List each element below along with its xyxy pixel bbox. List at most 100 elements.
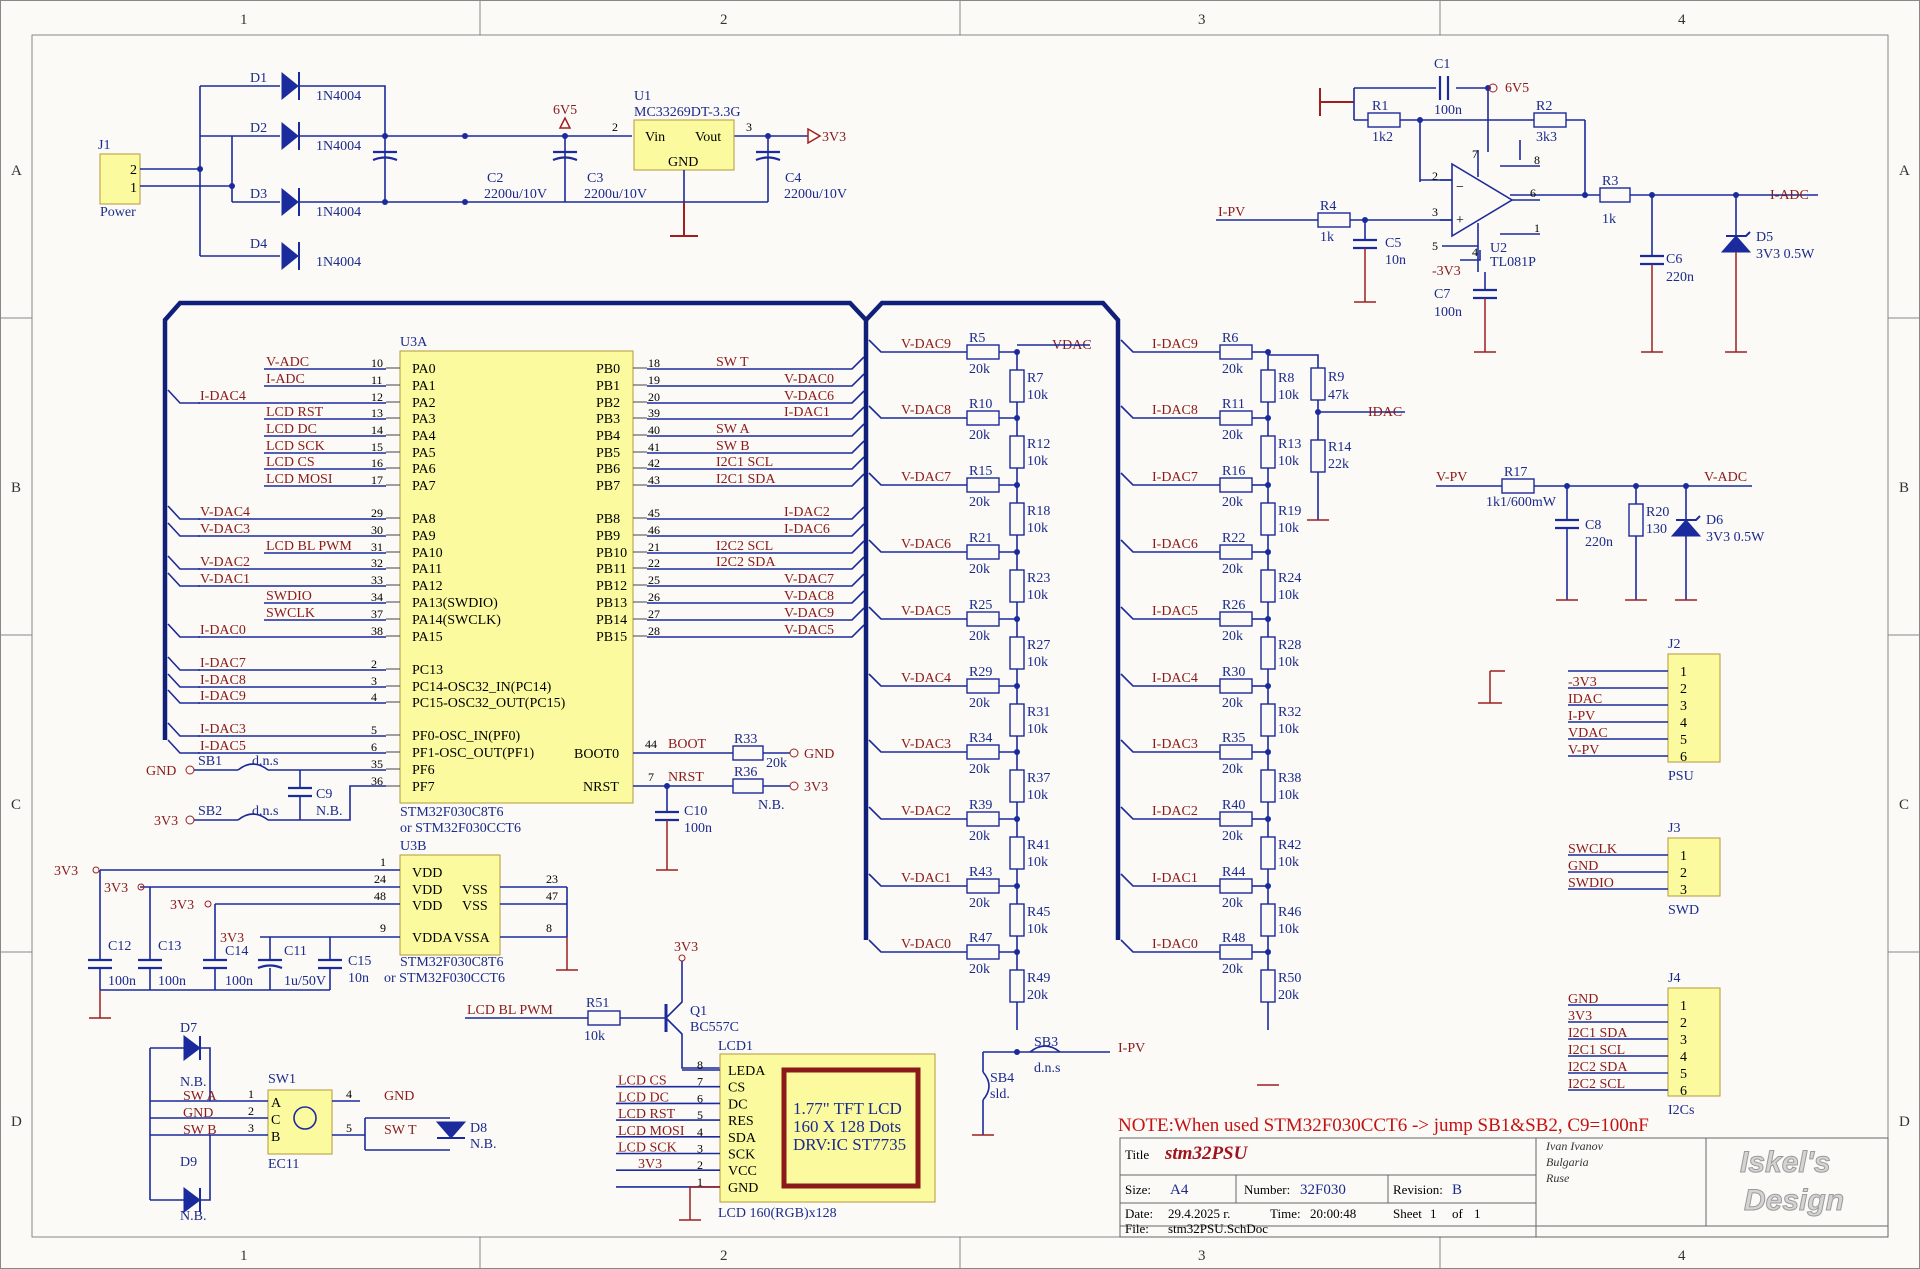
ladder-series-resistor[interactable] bbox=[1219, 477, 1253, 493]
ladder-series-resistor[interactable] bbox=[1219, 344, 1253, 360]
ladder-shunt-resistor[interactable] bbox=[1009, 569, 1025, 603]
cap-c9[interactable] bbox=[288, 786, 312, 798]
solder-bridge-sb2[interactable] bbox=[237, 813, 269, 821]
lcd-net-label: LCD CS bbox=[618, 1074, 667, 1089]
cap-c11[interactable] bbox=[257, 958, 283, 970]
ladder-shunt-resistor[interactable] bbox=[1260, 435, 1276, 469]
diode-d1[interactable] bbox=[281, 71, 300, 101]
connector-pin-num: 5 bbox=[1680, 1067, 1687, 1082]
ladder-series-resistor[interactable] bbox=[966, 811, 1000, 827]
ladder-shunt-resistor[interactable] bbox=[1260, 969, 1276, 1003]
ladder-series-resistor[interactable] bbox=[1219, 544, 1253, 560]
ladder-series-resistor[interactable] bbox=[1219, 410, 1253, 426]
ladder-series-resistor[interactable] bbox=[966, 410, 1000, 426]
resistor-r1[interactable] bbox=[1367, 112, 1401, 128]
tvs-d7[interactable] bbox=[183, 1035, 201, 1061]
resistor-r2[interactable] bbox=[1533, 112, 1567, 128]
ladder-series-resistor[interactable] bbox=[966, 344, 1000, 360]
ladder-series-resistor[interactable] bbox=[966, 678, 1000, 694]
ladder-series-resistor[interactable] bbox=[1219, 744, 1253, 760]
cap-c3[interactable] bbox=[552, 150, 578, 162]
resistor-r9[interactable] bbox=[1310, 367, 1326, 401]
solder-bridge-sb4[interactable] bbox=[982, 1071, 990, 1101]
resistor-r17[interactable] bbox=[1501, 478, 1535, 494]
ladder-series-value: 20k bbox=[1222, 629, 1243, 644]
ladder-shunt-resistor[interactable] bbox=[1009, 836, 1025, 870]
cap-c13[interactable] bbox=[138, 958, 162, 970]
ladder-series-ref: R48 bbox=[1222, 931, 1245, 946]
resistor-r20[interactable] bbox=[1628, 503, 1644, 537]
ladder-series-resistor[interactable] bbox=[1219, 811, 1253, 827]
mcu-pin-num: 26 bbox=[648, 590, 660, 604]
connector-j1[interactable] bbox=[99, 153, 141, 205]
mcu-pin-num: 13 bbox=[371, 406, 383, 420]
ladder-shunt-resistor[interactable] bbox=[1009, 969, 1025, 1003]
cap-c14[interactable] bbox=[203, 958, 227, 970]
u2-plus: + bbox=[1456, 213, 1464, 228]
ladder-series-resistor[interactable] bbox=[966, 944, 1000, 960]
cap-c12[interactable] bbox=[88, 958, 112, 970]
regulator-u1[interactable] bbox=[633, 119, 735, 171]
connector-ref: J2 bbox=[1668, 637, 1680, 652]
ladder-shunt-resistor[interactable] bbox=[1260, 569, 1276, 603]
ladder-shunt-resistor[interactable] bbox=[1260, 636, 1276, 670]
mcu-pin-name: PA11 bbox=[412, 562, 442, 577]
ladder-shunt-resistor[interactable] bbox=[1260, 369, 1276, 403]
ladder-series-resistor[interactable] bbox=[966, 744, 1000, 760]
ladder-shunt-resistor[interactable] bbox=[1009, 769, 1025, 803]
opamp-u2[interactable] bbox=[1451, 162, 1514, 238]
ladder-series-resistor[interactable] bbox=[966, 544, 1000, 560]
mcu-pin-name: PB1 bbox=[596, 379, 620, 394]
cap-c8[interactable] bbox=[1555, 518, 1579, 530]
ladder-shunt-resistor[interactable] bbox=[1260, 502, 1276, 536]
connector-j3[interactable] bbox=[1667, 837, 1721, 897]
resistor-r51[interactable] bbox=[587, 1010, 621, 1026]
solder-bridge-sb1[interactable] bbox=[237, 763, 269, 771]
ladder-series-resistor[interactable] bbox=[1219, 611, 1253, 627]
resistor-r4[interactable] bbox=[1317, 212, 1351, 228]
ladder-shunt-resistor[interactable] bbox=[1009, 903, 1025, 937]
ladder-series-resistor[interactable] bbox=[1219, 678, 1253, 694]
ladder-series-resistor[interactable] bbox=[966, 611, 1000, 627]
tvs-d9[interactable] bbox=[183, 1187, 201, 1213]
cap-c2[interactable] bbox=[372, 150, 398, 162]
lcd-lcd1[interactable] bbox=[719, 1053, 936, 1203]
resistor-r36[interactable] bbox=[732, 778, 764, 794]
encoder-sw1[interactable] bbox=[267, 1089, 333, 1155]
ladder-shunt-resistor[interactable] bbox=[1260, 903, 1276, 937]
diode-d2[interactable] bbox=[281, 121, 300, 151]
ladder-shunt-resistor[interactable] bbox=[1009, 369, 1025, 403]
ladder-shunt-resistor[interactable] bbox=[1260, 836, 1276, 870]
ladder-series-resistor[interactable] bbox=[1219, 878, 1253, 894]
ladder-shunt-resistor[interactable] bbox=[1260, 769, 1276, 803]
resistor-r14[interactable] bbox=[1310, 439, 1326, 473]
ladder-shunt-resistor[interactable] bbox=[1009, 502, 1025, 536]
u3b-pin-47: 47 bbox=[546, 889, 558, 903]
schematic-note: NOTE:When used STM32F030CCT6 -> jump SB1… bbox=[1118, 1115, 1649, 1136]
j1-ref: J1 bbox=[98, 138, 110, 153]
resistor-r3[interactable] bbox=[1599, 187, 1631, 203]
connector-j4[interactable] bbox=[1667, 987, 1721, 1097]
sw1-pin-c: C bbox=[271, 1113, 280, 1128]
mcu-u3b-body[interactable] bbox=[399, 854, 501, 956]
ladder-shunt-resistor[interactable] bbox=[1009, 636, 1025, 670]
cap-c15[interactable] bbox=[318, 958, 342, 970]
zener-d6[interactable] bbox=[1670, 515, 1702, 537]
ladder-series-ref: R21 bbox=[969, 531, 992, 546]
diode-d4[interactable] bbox=[281, 241, 300, 271]
mcu-u3a-body[interactable] bbox=[399, 350, 634, 804]
ladder-shunt-resistor[interactable] bbox=[1260, 703, 1276, 737]
ladder-shunt-resistor[interactable] bbox=[1009, 703, 1025, 737]
ladder-shunt-resistor[interactable] bbox=[1009, 435, 1025, 469]
mcu-pin-name: PB10 bbox=[596, 546, 627, 561]
resistor-r33[interactable] bbox=[732, 745, 764, 761]
diode-d3[interactable] bbox=[281, 187, 300, 217]
connector-j2[interactable] bbox=[1667, 653, 1721, 763]
ladder-series-resistor[interactable] bbox=[966, 878, 1000, 894]
tvs-d8[interactable] bbox=[435, 1121, 467, 1139]
cap-c4[interactable] bbox=[755, 150, 781, 162]
solder-bridge-sb3[interactable] bbox=[1029, 1045, 1061, 1053]
cap-c1[interactable] bbox=[1438, 76, 1450, 100]
ladder-series-resistor[interactable] bbox=[1219, 944, 1253, 960]
ladder-series-resistor[interactable] bbox=[966, 477, 1000, 493]
